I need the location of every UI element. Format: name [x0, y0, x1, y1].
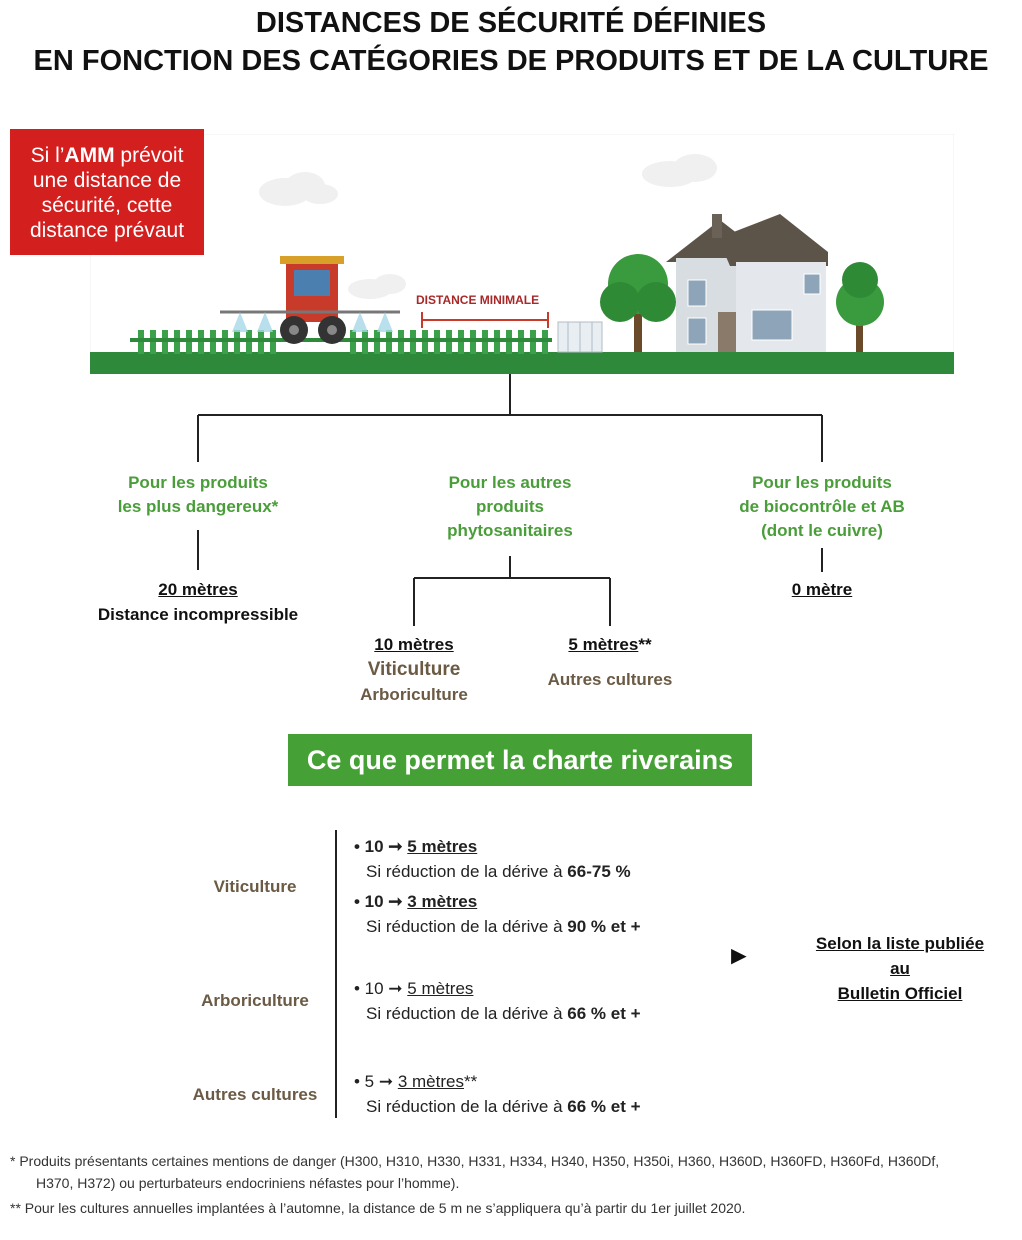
rule1-pct: 66-75 %	[567, 862, 631, 881]
sub-left-crop2: Arboriculture	[360, 685, 468, 704]
rule4-bullet: • 5 ➞	[354, 1072, 398, 1091]
footnote-2: ** Pour les cultures annuelles implantée…	[10, 1200, 746, 1216]
amm-line4: distance prévaut	[29, 219, 185, 242]
category-others-line1: Pour les autres	[448, 473, 572, 492]
category-others: Pour les autres produits phytosanitaires	[390, 471, 630, 543]
category-bio-line2: de biocontrôle et AB	[739, 497, 905, 516]
sub-left-distance: 10 mètres	[374, 635, 454, 654]
distance-arrow-icon	[421, 312, 549, 328]
sub-left-crop1: Viticulture	[367, 659, 461, 680]
rule4-suffix: **	[463, 1072, 478, 1091]
charter-rule-4: • 5 ➞ 3 mètres** Si réduction de la déri…	[354, 1069, 641, 1119]
distance-minimale-label: DISTANCE MINIMALE	[416, 293, 539, 307]
farm-scene-illustration: DISTANCE MINIMALE	[90, 134, 954, 374]
official-list-line1: Selon la liste publiée	[815, 934, 985, 953]
rule3-cond: Si réduction de la dérive à	[366, 1004, 568, 1023]
amm-prefix: Si l’	[30, 144, 65, 167]
amm-line3: sécurité, cette	[41, 194, 173, 217]
category-bio-line3: (dont le cuivre)	[761, 521, 883, 540]
official-list-block: Selon la liste publiée au Bulletin Offic…	[790, 931, 1010, 1006]
rule1-bullet: • 10 ➞	[354, 837, 408, 856]
category-bio: Pour les produits de biocontrôle et AB (…	[700, 471, 944, 543]
rule3-bullet: • 10 ➞	[354, 979, 408, 998]
category-dangerous-line2: les plus dangereux*	[117, 497, 279, 516]
play-arrow-icon: ►	[726, 940, 752, 970]
rule4-cond: Si réduction de la dérive à	[366, 1097, 568, 1116]
charter-autres-label: Autres cultures	[192, 1085, 318, 1104]
category-others-line3: phytosanitaires	[447, 521, 573, 540]
rule2-bullet: • 10 ➞	[354, 892, 408, 911]
category-dangerous-line1: Pour les produits	[128, 473, 268, 492]
bio-distance-block: 0 mètre	[722, 577, 922, 602]
tree-icon	[600, 254, 676, 352]
fence-icon	[557, 321, 603, 353]
cloud-icon	[259, 154, 717, 299]
rule2-cond: Si réduction de la dérive à	[366, 917, 568, 936]
sub-right-block: 5 mètres** Autres cultures	[510, 632, 710, 692]
ground-icon	[90, 352, 954, 374]
rule1-cond: Si réduction de la dérive à	[366, 862, 568, 881]
sub-left-block: 10 mètres Viticulture Arboriculture	[314, 632, 514, 707]
sub-right-distance: 5 mètres	[568, 635, 639, 654]
page-title-line1: DISTANCES DE SÉCURITÉ DÉFINIES	[255, 7, 767, 39]
dangerous-distance: 20 mètres	[158, 580, 238, 599]
sub-right-suffix: **	[638, 635, 652, 654]
page-title-line2: EN FONCTION DES CATÉGORIES DE PRODUITS E…	[33, 45, 989, 77]
charter-rule-2: • 10 ➞ 3 mètres Si réduction de la dériv…	[354, 889, 641, 939]
official-list-line3: Bulletin Officiel	[837, 984, 963, 1003]
tree-icon	[836, 262, 884, 352]
amm-line2: une distance de	[32, 169, 182, 192]
dangerous-distance-block: 20 mètres Distance incompressible	[78, 577, 318, 627]
sub-right-crop: Autres cultures	[547, 670, 673, 689]
charter-rule-1: • 10 ➞ 5 mètres Si réduction de la dériv…	[354, 834, 631, 884]
rule3-pct: 66 % et +	[567, 1004, 641, 1023]
charter-divider	[335, 830, 337, 1118]
rule2-pct: 90 % et +	[567, 917, 641, 936]
tree-connectors	[197, 374, 823, 626]
charter-arbo-label: Arboriculture	[201, 991, 309, 1010]
sprayer-tractor-icon	[220, 256, 400, 344]
rule4-target: 3 mètres	[397, 1072, 464, 1091]
charter-banner: Ce que permet la charte riverains	[288, 734, 752, 786]
charter-rule-3: • 10 ➞ 5 mètres Si réduction de la dériv…	[354, 976, 641, 1026]
charter-viti-label: Viticulture	[213, 877, 297, 896]
category-dangerous: Pour les produits les plus dangereux*	[78, 471, 318, 519]
amm-bold: AMM	[64, 144, 115, 167]
amm-line1-rest: prévoit	[114, 144, 184, 167]
rule3-target: 5 mètres	[407, 979, 474, 998]
bio-distance: 0 mètre	[791, 580, 853, 599]
amm-notice-box: Si l’AMM prévoit une distance de sécurit…	[10, 129, 204, 255]
category-bio-line1: Pour les produits	[752, 473, 892, 492]
dangerous-note: Distance incompressible	[97, 605, 299, 624]
rule2-target: 3 mètres	[407, 892, 478, 911]
rule1-target: 5 mètres	[407, 837, 478, 856]
footnote-1b: H370, H372) ou perturbateurs endocrinien…	[36, 1175, 460, 1191]
footnote-1: * Produits présentants certaines mention…	[10, 1150, 1010, 1194]
house-icon	[666, 214, 828, 352]
official-list-line2: au	[890, 959, 910, 978]
category-others-line2: produits	[476, 497, 544, 516]
footnote-1a: * Produits présentants certaines mention…	[10, 1153, 940, 1169]
rule4-pct: 66 % et +	[567, 1097, 641, 1116]
